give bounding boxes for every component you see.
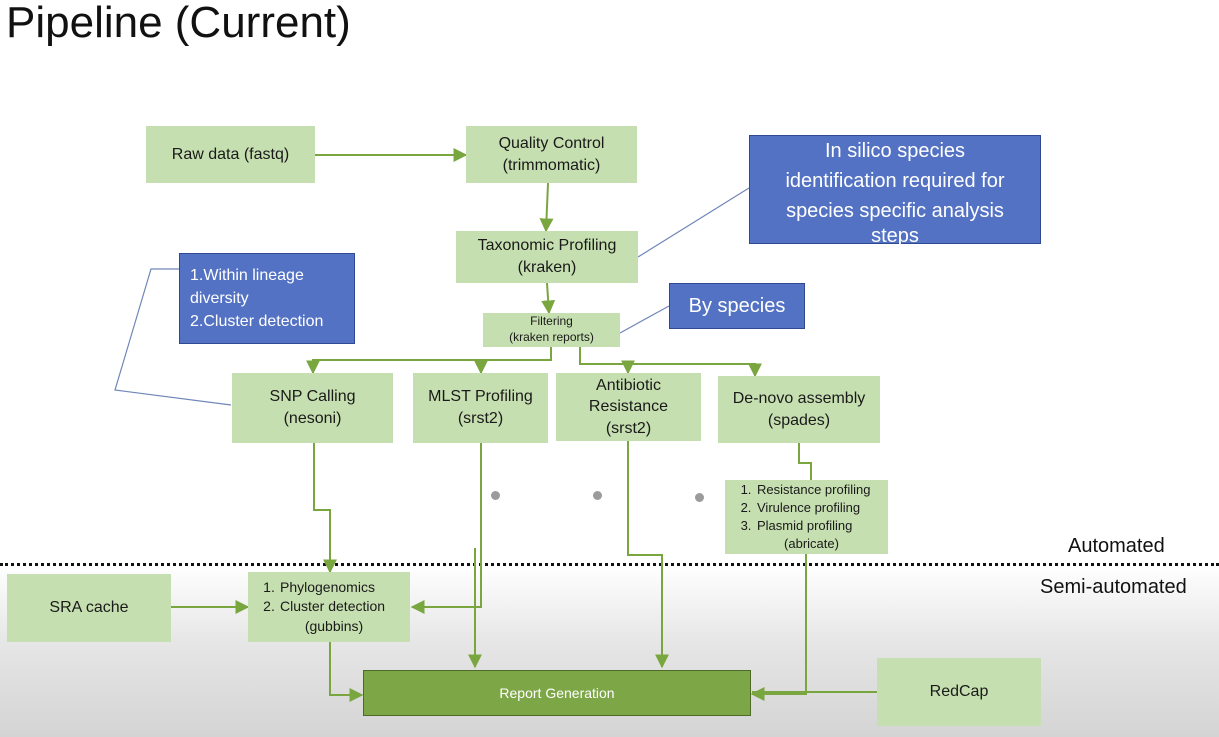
node-quality-control: Quality Control (trimmomatic) [466,126,637,183]
node-phylogenomics: 1.Phylogenomics 2.Cluster detection (gub… [248,572,410,642]
node-raw-data: Raw data (fastq) [146,126,315,183]
node-filtering-tool: (kraken reports) [509,330,594,344]
callout-lineage: 1.Within lineage diversity 2.Cluster det… [179,253,355,344]
node-report-generation-label: Report Generation [499,685,615,701]
node-redcap: RedCap [877,658,1041,726]
node-antibiotic-resistance-label-2: Resistance [588,398,669,416]
node-abricate-profiling: 1.Resistance profiling 2.Virulence profi… [725,480,888,554]
zone-label-semi-automated: Semi-automated [1040,576,1187,598]
node-snp-calling-label: SNP Calling [269,388,356,406]
arrow-phylogenomics-to-report [329,642,364,702]
callout-species-line-4: steps [871,225,919,247]
callout-species-identification: In silico species identification require… [749,135,1041,247]
phylogenomics-item-1: 1.Phylogenomics [263,579,375,596]
node-antibiotic-resistance-label-1: Antibiotic [596,376,661,394]
node-mlst-profiling: MLST Profiling (srst2) [413,373,548,443]
arrow-denovo-to-abricate [798,443,812,480]
callout-by-species: By species [669,283,805,329]
phylogenomics-item-2: 2.Cluster detection [263,598,386,615]
phylogenomics-tool: (gubbins) [304,617,364,634]
node-report-generation: Report Generation [363,670,751,716]
node-taxonomic-profiling: Taxonomic Profiling (kraken) [456,231,638,283]
node-snp-calling: SNP Calling (nesoni) [232,373,393,443]
node-denovo-assembly: De-novo assembly (spades) [718,376,880,443]
callout-species-line-3: species specific analysis [786,200,1004,222]
phylogenomics-item-1-label: Phylogenomics [280,579,375,596]
arrow-qc-to-taxonomic [539,182,554,233]
node-antibiotic-resistance: Antibiotic Resistance (srst2) [556,373,701,441]
node-filtering: Filtering (kraken reports) [483,313,620,347]
arrow-abricate-to-report [750,554,807,701]
abricate-item-2-label: Virulence profiling [757,500,861,516]
node-denovo-assembly-label: De-novo assembly [732,389,866,407]
callout-line-byspecies [619,305,670,334]
node-denovo-assembly-tool: (spades) [767,411,831,429]
callout-lineage-line-3: 2.Cluster detection [190,313,324,331]
node-taxonomic-profiling-tool: (kraken) [517,259,577,276]
zone-label-automated: Automated [1068,535,1165,557]
node-mlst-profiling-tool: (srst2) [457,410,504,427]
node-sra-cache-label: SRA cache [49,599,129,617]
arrow-taxonomic-to-filtering [541,282,556,315]
arrow-snp-to-phylogenomics [313,443,337,574]
node-antibiotic-resistance-tool: (srst2) [605,419,652,437]
callout-line-lineage [114,268,232,406]
callout-species-line-1: In silico species [824,140,966,162]
abricate-item-1-label: Resistance profiling [757,482,871,498]
arrow-filtering-to-denovo [580,363,762,378]
arrow-antibiotic-to-report [627,441,669,669]
ellipsis-dot [593,491,602,500]
node-quality-control-tool: (trimmomatic) [502,156,601,174]
ellipsis-dot [491,491,500,500]
abricate-tool: (abricate) [784,535,839,551]
node-raw-data-label: Raw data (fastq) [171,145,290,163]
callout-species-line-2: identification required for [785,170,1005,192]
callout-line-species [637,187,750,258]
node-filtering-label: Filtering [530,314,573,329]
automation-divider [0,563,1219,566]
callout-lineage-line-2: diversity [190,290,249,308]
arrow-filtering-to-antibiotic [579,347,635,375]
node-snp-calling-tool: (nesoni) [283,410,342,427]
abricate-item-3-label: Plasmid profiling [757,518,853,533]
callout-lineage-line-1: 1.Within lineage [190,267,304,284]
node-sra-cache: SRA cache [7,574,171,642]
abricate-item-2: 2.Virulence profiling [740,500,861,516]
arrow-filtering-branches [306,347,552,375]
node-taxonomic-profiling-label: Taxonomic Profiling [477,237,617,255]
page-title: Pipeline (Current) [6,0,351,47]
ellipsis-dot [695,493,704,502]
phylogenomics-item-2-label: Cluster detection [280,598,386,615]
node-mlst-profiling-label: MLST Profiling [428,388,533,406]
node-quality-control-label: Quality Control [498,134,605,152]
callout-by-species-label: By species [688,294,786,317]
abricate-item-3: 3.Plasmid profiling [740,518,853,533]
arrow-mlst-to-phylogenomics [410,443,482,614]
abricate-item-1: 1.Resistance profiling [740,482,871,498]
node-redcap-label: RedCap [929,683,989,701]
